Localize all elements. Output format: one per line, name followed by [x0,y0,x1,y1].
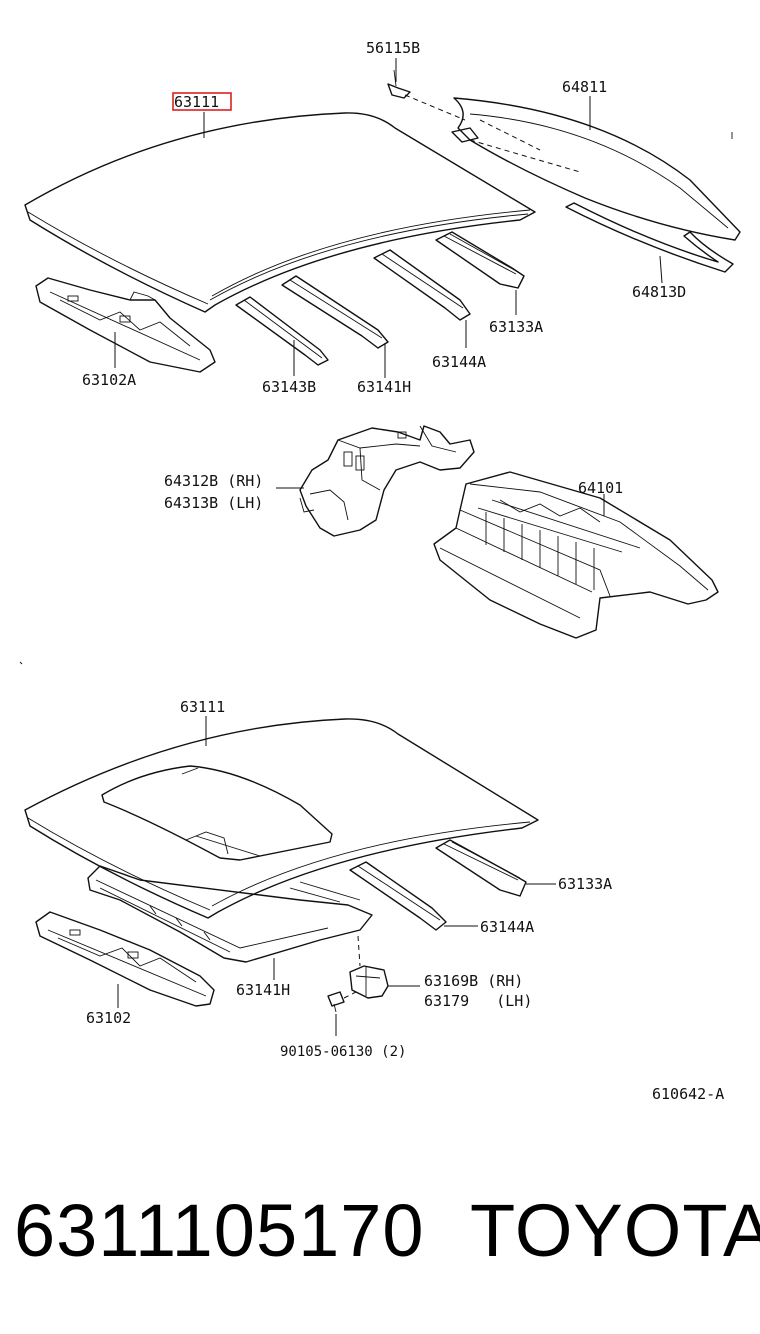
label-64313b: 64313B (LH) [164,494,263,512]
label-63141h-bottom: 63141H [236,981,290,999]
figure-code: 610642-A [652,1085,724,1103]
roof-bow-63133a-bottom[interactable] [435,839,527,897]
label-63102a: 63102A [82,371,136,389]
label-63179: 63179 (LH) [424,992,532,1010]
label-63111-bottom: 63111 [180,698,225,716]
roof-bow-63144a-top[interactable] [373,249,471,321]
brand-name: TOYOTA [470,1189,760,1272]
label-63144a-top: 63144A [432,353,486,371]
clip-56115b[interactable] [387,69,411,99]
label-63144a-bottom: 63144A [480,918,534,936]
front-header-63102a[interactable] [35,277,216,373]
label-63133a-top: 63133A [489,318,543,336]
bracket-63169b[interactable] [349,965,389,999]
roof-panel-bottom[interactable] [24,718,539,919]
roof-bow-63141h-top[interactable] [281,275,389,349]
label-56115b: 56115B [366,39,420,57]
front-header-63102[interactable] [35,911,215,1007]
footer: 6311105170 TOYOTA [0,1188,760,1278]
roof-bow-63133a-top[interactable] [435,231,525,289]
roof-bow-63144a-bottom[interactable] [349,861,447,931]
label-63169b: 63169B (RH) [424,972,523,990]
label-90105: 90105-06130 (2) [280,1044,406,1060]
label-64101: 64101 [578,479,623,497]
label-64811: 64811 [562,78,607,96]
label-63143b: 63143B [262,378,316,396]
label-63111-top: 63111 [174,93,219,111]
highlight-box [172,92,232,111]
rear-bracket-64312b[interactable] [299,425,475,537]
label-64813d: 64813D [632,283,686,301]
roof-bow-63143b[interactable] [235,296,329,366]
label-63133a-bottom: 63133A [558,875,612,893]
sunroof-housing-63141h[interactable] [87,865,373,963]
weatherstrip-64813d[interactable] [565,202,734,273]
part-number: 6311105170 [14,1189,425,1272]
label-63141h-top: 63141H [357,378,411,396]
back-window-glass[interactable] [451,97,741,241]
label-63102: 63102 [86,1009,131,1027]
roof-panel-top[interactable] [24,112,536,313]
package-tray-64101[interactable] [433,471,719,639]
label-64312b: 64312B (RH) [164,472,263,490]
bolt-90105[interactable] [327,991,345,1013]
